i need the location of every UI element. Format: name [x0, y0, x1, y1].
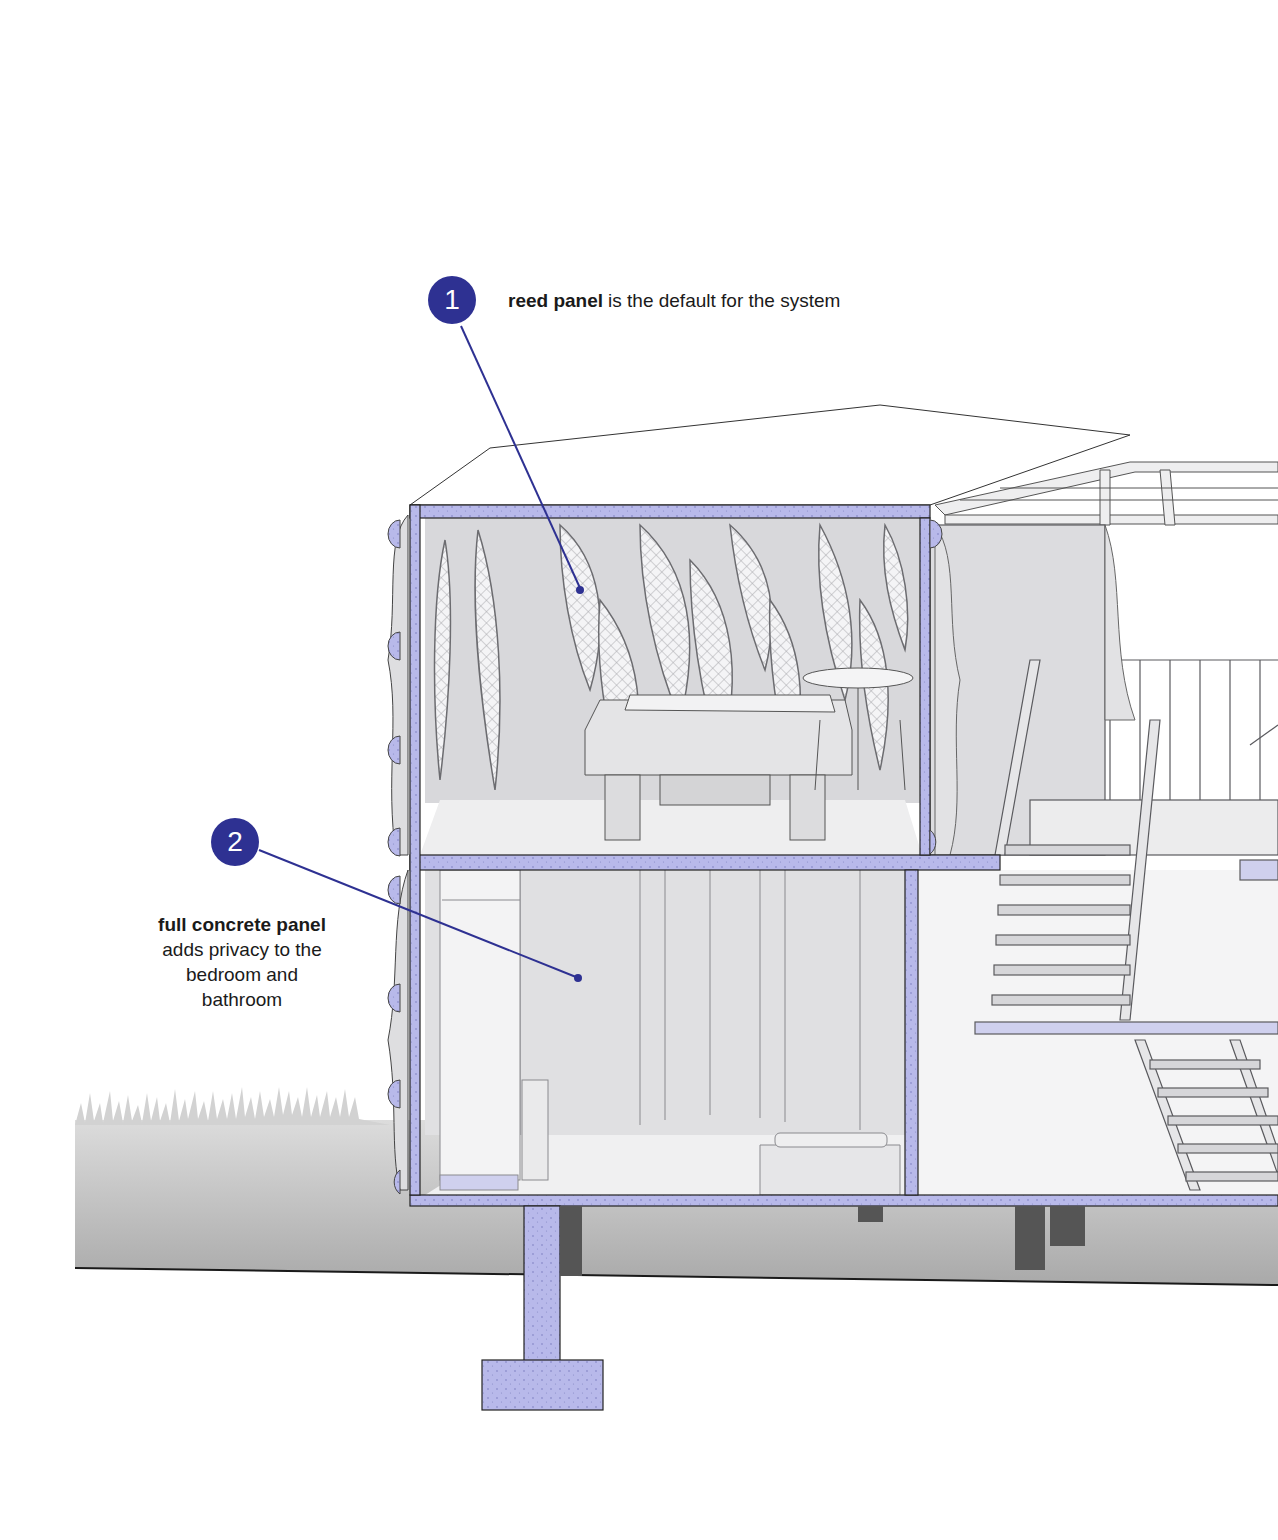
note-text: adds privacy to the bedroom and bathroom	[153, 937, 331, 1012]
callout-number: 2	[211, 818, 259, 866]
piers	[560, 1206, 1085, 1276]
annotation: reed panelis the default for the system	[508, 288, 840, 313]
note-heading: reed panel	[508, 290, 603, 311]
cut-structure	[410, 505, 1278, 1410]
callout-number-text: 1	[444, 284, 460, 316]
stair-hall	[918, 870, 1278, 1195]
table	[585, 668, 913, 840]
reed-panel-right	[935, 525, 1135, 855]
callout-number-text: 2	[227, 826, 243, 858]
upper-floor	[420, 800, 922, 855]
callout-number: 1	[428, 276, 476, 324]
reed-openings	[435, 525, 908, 790]
leader-lines	[259, 326, 584, 982]
note-heading: full concrete panel	[137, 912, 347, 937]
pergola	[935, 462, 1278, 525]
annotation: full concrete paneladds privacy to the b…	[137, 912, 347, 1012]
ground-line	[75, 1268, 1278, 1285]
reed-panel-outer	[388, 515, 942, 1194]
note-text: is the default for the system	[608, 290, 840, 311]
reed-wall	[425, 518, 920, 803]
grass	[75, 1087, 390, 1125]
concrete-panels	[440, 870, 900, 1195]
